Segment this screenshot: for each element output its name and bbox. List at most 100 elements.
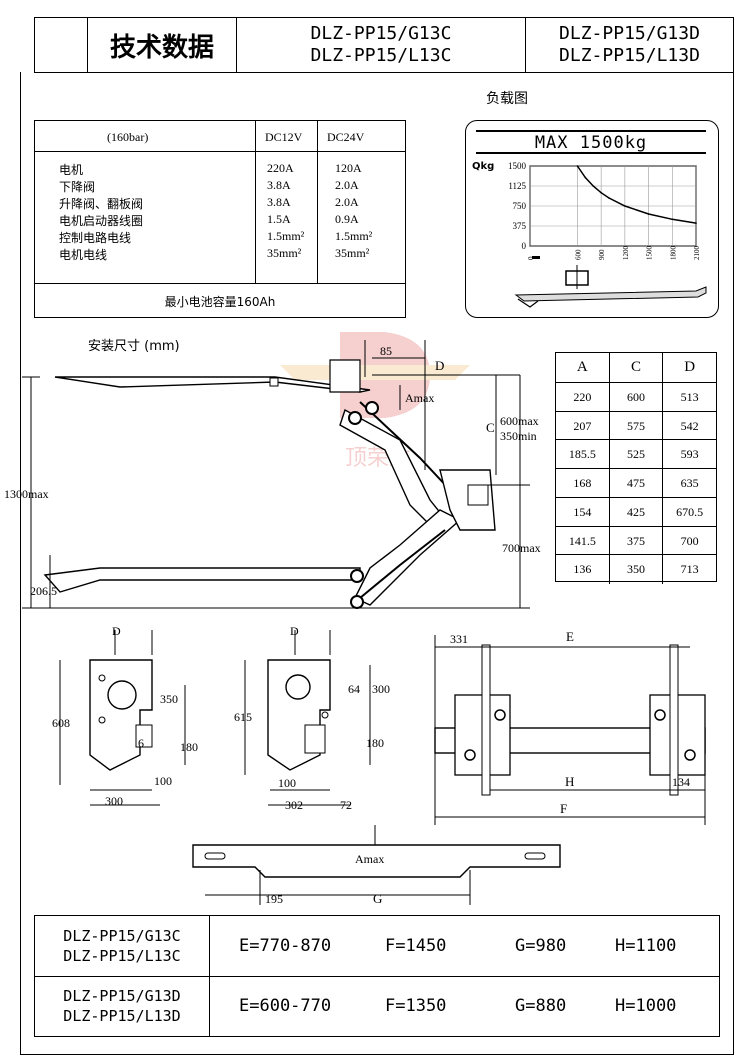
- dims-cell: 670.5: [662, 497, 716, 527]
- dims-cell: 542: [662, 411, 716, 441]
- pivot-circle: [348, 411, 362, 425]
- col-header-24v: DC24V: [327, 130, 365, 144]
- x-tick-label: 1800: [669, 246, 677, 261]
- dims-cell: 575: [608, 411, 663, 441]
- header-models-b: DLZ-PP15/G13D DLZ-PP15/L13D: [526, 18, 733, 72]
- plate2-615: 615: [234, 710, 252, 724]
- electrical-value: 3.8A: [267, 178, 291, 192]
- y-unit-label: Qkg: [472, 161, 494, 172]
- watermark-logo: 顶荣达: [280, 332, 470, 471]
- plate1-d: D: [112, 624, 121, 638]
- plate-slot: [304, 724, 326, 754]
- header-table: 技术数据 DLZ-PP15/G13C DLZ-PP15/L13C DLZ-PP1…: [34, 17, 734, 73]
- plate-hole-small: [98, 674, 106, 682]
- model-label: DLZ-PP15/G13C: [63, 927, 181, 945]
- dims-cell: 136: [573, 562, 592, 577]
- electrical-value: 2.0A: [335, 195, 359, 209]
- value-f: F=1350: [385, 996, 447, 1016]
- divider: [35, 283, 405, 284]
- pivot-circle: [365, 401, 379, 415]
- dims-cell: 220: [573, 389, 592, 404]
- value-h: H=1100: [615, 936, 677, 956]
- divider: [255, 121, 256, 283]
- model-label: DLZ-PP15/G13D: [559, 23, 700, 44]
- dims-cell: 475: [608, 469, 663, 498]
- header-models-a: DLZ-PP15/G13C DLZ-PP15/L13C: [237, 18, 526, 72]
- plate-drawing-1: D 608 350 6 180 100 300: [52, 624, 198, 808]
- max-load-label: MAX 1500kg: [535, 133, 647, 153]
- slot-left: [204, 852, 226, 860]
- front-f: F: [560, 801, 567, 816]
- model-label: DLZ-PP15/L13C: [63, 947, 181, 965]
- value-e: E=770-870: [239, 936, 332, 956]
- load-chart-caption: 负载图: [486, 91, 528, 107]
- plate1-608: 608: [52, 716, 70, 730]
- dim-206-5: 206.5: [30, 584, 57, 598]
- bottom-g: G: [373, 891, 382, 906]
- dims-cell: 425: [608, 497, 663, 527]
- front-view-drawing: 331 E H 134 F: [434, 629, 706, 825]
- install-caption: 安装尺寸 (mm): [88, 339, 180, 354]
- electrical-value: 1.5mm²: [335, 229, 373, 243]
- front-h: H: [565, 774, 574, 789]
- dim-350min: 350min: [500, 429, 537, 443]
- battery-capacity: 最小电池容量160Ah: [164, 295, 276, 309]
- x-tick-label: 600: [574, 249, 582, 260]
- platform-bottom-outline: [192, 844, 561, 878]
- electrical-label: 下降阀: [59, 180, 96, 194]
- electrical-value: 2.0A: [335, 178, 359, 192]
- dims-cell: 593: [662, 440, 716, 469]
- plate1-300: 300: [105, 794, 123, 808]
- lower-arm: [354, 509, 462, 606]
- divider: [317, 121, 318, 283]
- value-f: F=1450: [385, 936, 447, 956]
- spec-row: DLZ-PP15/G13C DLZ-PP15/L13C E=770-870 F=…: [35, 916, 719, 977]
- dims-cell: A: [576, 359, 588, 375]
- electrical-value: 220A: [267, 161, 294, 175]
- dim-600max: 600max: [500, 414, 539, 428]
- dims-cell: D: [662, 353, 716, 382]
- model-label: DLZ-PP15/G13D: [63, 987, 181, 1005]
- plate-drawing-2: D 615 64 300 180 100 302 72: [234, 624, 390, 812]
- spec-row: DLZ-PP15/G13D DLZ-PP15/L13D E=600-770 F=…: [35, 976, 719, 1036]
- plate2-180: 180: [366, 736, 384, 750]
- bottom-amax: Amax: [355, 852, 384, 866]
- dim-amax: Amax: [405, 391, 434, 405]
- cylinder-upper: [359, 401, 451, 491]
- value-g: G=980: [515, 936, 567, 956]
- dim-d: D: [435, 358, 444, 373]
- plate-hole-large: [107, 680, 137, 710]
- dims-cell: 525: [608, 440, 663, 469]
- electrical-value: 1.5A: [267, 212, 291, 226]
- electrical-label: 控制电路电线: [59, 231, 132, 245]
- header-blank-cell: [35, 18, 88, 72]
- dims-cell: 207: [573, 418, 592, 433]
- plate-hole-small: [98, 716, 106, 724]
- model-label: DLZ-PP15/L13D: [559, 45, 700, 66]
- y-tick-label: 1125: [508, 181, 526, 191]
- dims-cell: 635: [662, 469, 716, 498]
- plate2-302: 302: [285, 798, 303, 812]
- dims-cell: 700: [662, 526, 716, 556]
- dims-cell: 513: [662, 382, 716, 412]
- x-tick-label: 1500: [646, 246, 654, 261]
- col-header-12v: DC12V: [265, 130, 303, 144]
- dim-85: 85: [380, 344, 392, 358]
- electrical-value: 0.9A: [335, 212, 359, 226]
- bottom-view-drawing: Amax 195 G: [192, 825, 561, 906]
- left-bracket-assembly: [454, 644, 511, 796]
- divider: [35, 151, 405, 152]
- electrical-label: 电机电线: [59, 248, 108, 262]
- x-tick-label: 2100: [693, 246, 701, 261]
- value-e: E=600-770: [239, 996, 332, 1016]
- plate1-100: 100: [154, 774, 172, 788]
- dims-cell: 154: [573, 504, 592, 519]
- upper-bracket: [329, 359, 361, 393]
- dims-cell: C: [608, 353, 663, 382]
- plate-hole-small: [321, 711, 329, 719]
- pivot-circle: [350, 569, 364, 583]
